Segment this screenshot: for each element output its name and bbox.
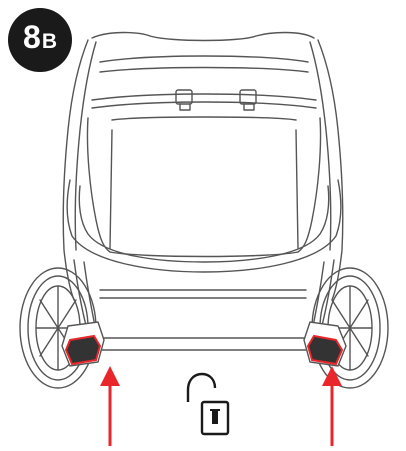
left-press-arrow	[100, 366, 120, 446]
left-brake-pedal	[61, 321, 105, 367]
left-rear-wheel	[19, 267, 97, 389]
step-badge: 8 B	[8, 8, 72, 72]
right-press-arrow	[322, 366, 342, 446]
harness-buckles	[175, 89, 257, 111]
unlock-icon	[186, 372, 230, 436]
rear-axle-bar	[91, 337, 319, 351]
stroller-basket	[66, 116, 342, 273]
step-letter: B	[41, 30, 57, 53]
stroller-frame	[62, 31, 344, 301]
step-number: 8	[23, 19, 41, 55]
right-brake-pedal	[303, 321, 347, 367]
